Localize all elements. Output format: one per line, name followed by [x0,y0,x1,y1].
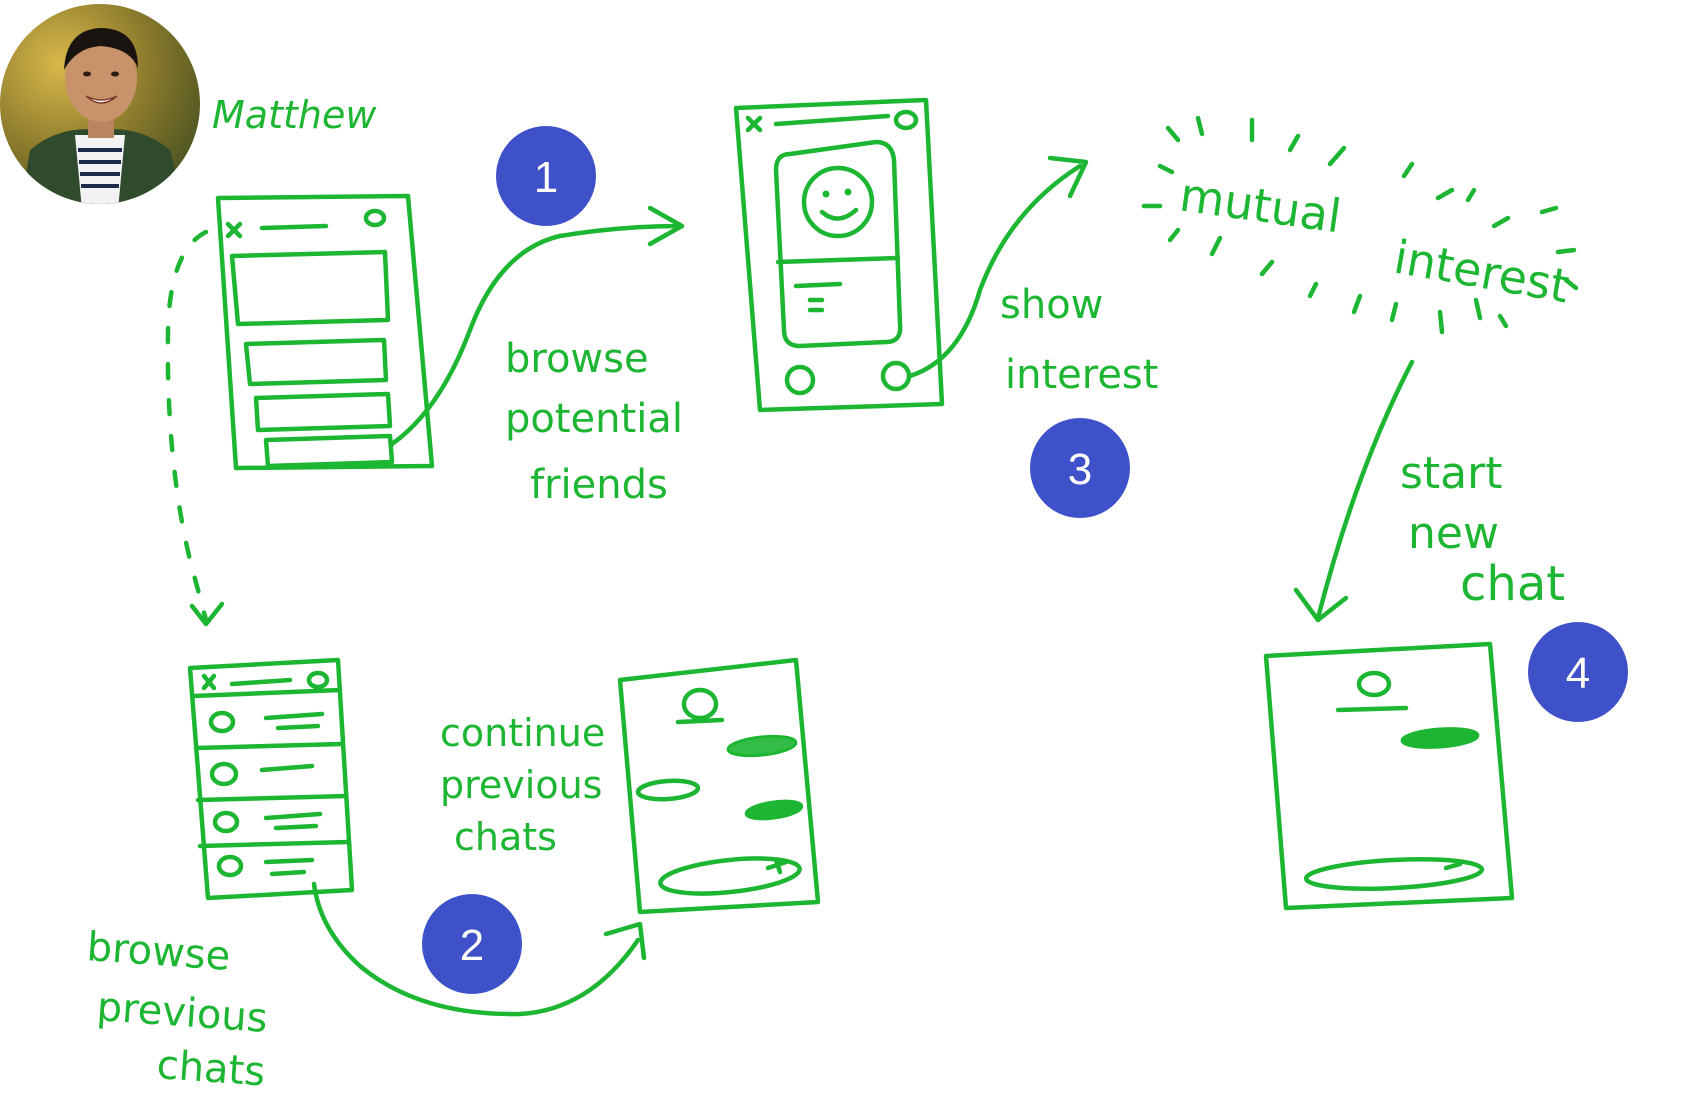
arrow-to-mutual [907,155,1089,379]
smiley-face-icon [801,165,875,239]
step-badge-3: 3 [1030,418,1130,518]
dashed-arrow-to-chat-list [165,229,225,627]
caption-line: browse [505,336,649,382]
caption-line: chat [1460,556,1565,612]
caption-continue-previous-chats: continue previous chats [440,711,605,859]
caption-line: interest [1005,352,1158,398]
message-input [658,856,802,896]
screen-new-chat [1263,641,1515,911]
message-input [1303,857,1485,891]
caption-browse-previous-chats: browse previous chats [85,924,269,1095]
caption-line: start [1400,448,1502,499]
step-number: 1 [534,153,558,202]
caption-line: previous [440,763,602,807]
step-badge-2: 2 [422,894,522,994]
close-icon [201,673,217,691]
caption-start-new-chat: start new chat [1400,448,1565,612]
caption-line: friends [530,462,668,508]
caption-line: browse [85,924,231,980]
screen-conversation [617,657,821,915]
close-icon [745,115,763,133]
caption-line: chats [155,1042,266,1095]
contact-avatar-icon [681,687,719,721]
caption-line: show [1000,282,1103,328]
step-badge-1: 1 [496,126,596,226]
mutual-interest-burst: mutual interest [1141,115,1579,335]
screen-profile [733,97,945,413]
caption-line: new [1408,508,1499,559]
caption-line: previous [95,984,269,1042]
step-badge-4: 4 [1528,622,1628,722]
step-number: 4 [1566,649,1590,698]
screen-chat-list [187,657,355,901]
caption-line: chats [454,815,557,859]
step-number: 3 [1068,445,1092,494]
caption-line: potential [505,396,683,442]
arrow-to-new-chat [1293,359,1415,623]
avatar [0,4,200,204]
caption-show-interest: show interest [1000,282,1158,398]
contact-avatar-icon [1356,670,1392,698]
step-number: 2 [460,921,484,970]
caption-line: continue [440,711,605,755]
person-name: Matthew [212,93,377,137]
interest-button-icon [880,360,912,392]
burst-line: mutual [1176,167,1344,243]
screen-browse-list [215,193,435,471]
arrow-to-profile [389,205,685,447]
pass-button-icon [784,364,816,396]
close-icon [225,221,243,239]
caption-browse-potential-friends: browse potential friends [505,336,683,508]
arrow-to-conversation [311,881,647,1017]
burst-line: interest [1390,230,1573,314]
